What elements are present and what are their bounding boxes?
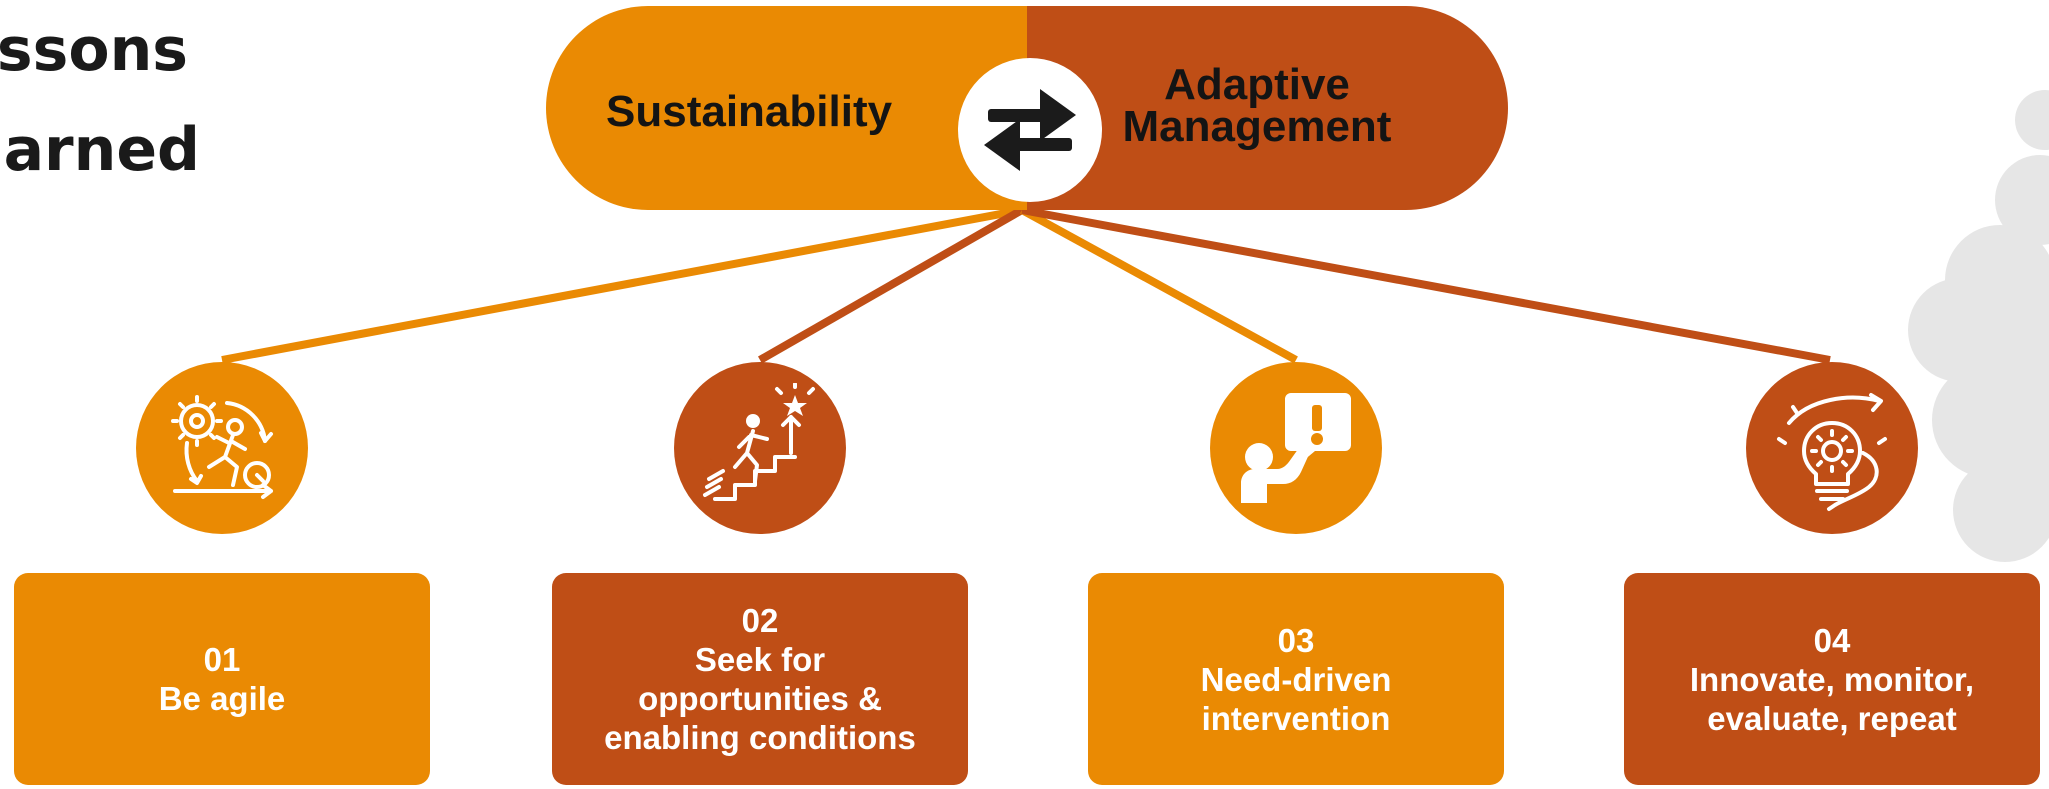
step-2-text-line-3: enabling conditions <box>604 719 916 756</box>
hub-left-label: Sustainability <box>606 87 893 136</box>
hub-right-label: Adaptive Management <box>1097 60 1417 151</box>
step-3-icon-circle <box>1210 362 1382 534</box>
step-3-text-line-1: Need-driven <box>1200 660 1392 698</box>
step-4-icon-circle <box>1746 362 1918 534</box>
swap-arrows-icon <box>958 58 1102 202</box>
step-1-text-line-1: Be agile <box>158 680 286 717</box>
hub-pill: Sustainability Adaptive Management <box>546 6 1508 210</box>
step-1-card: 01 Be agile <box>14 573 430 785</box>
step-2-text-line-2: opportunities & <box>638 680 882 717</box>
hub-right-half: Adaptive Management <box>1027 6 1508 210</box>
connector-line-4 <box>1021 206 1831 364</box>
step-1-icon-circle <box>136 362 308 534</box>
step-3-text-line-2: intervention <box>1201 699 1391 737</box>
connector-line-2 <box>758 206 1024 364</box>
step-2-number: 02 <box>741 602 779 639</box>
hub-right-label-line-2: Management <box>1122 102 1392 151</box>
hub-right-label-line-1: Adaptive <box>1164 60 1350 109</box>
step-1-number: 01 <box>203 641 241 678</box>
step-2-icon-circle <box>674 362 846 534</box>
stairs-climber-icon <box>703 383 815 501</box>
step-4-number: 04 <box>1813 621 1851 659</box>
step-3-number: 03 <box>1277 621 1315 659</box>
step-2-text-line-1: Seek for <box>694 641 826 678</box>
lightbulb-gear-icon <box>1777 393 1887 511</box>
alert-hand-icon <box>1241 393 1351 503</box>
step-3-card: 03 Need-driven intervention <box>1088 573 1504 785</box>
step-2-card: 02 Seek for opportunities & enabling con… <box>552 573 968 785</box>
connector-line-3 <box>1020 206 1298 364</box>
hub-left-half: Sustainability <box>546 6 1027 210</box>
agile-runner-icon <box>171 395 273 499</box>
slide-title-line-2: arned <box>3 115 200 185</box>
connector-line-1 <box>221 206 1023 364</box>
step-4-card: 04 Innovate, monitor, evaluate, repeat <box>1624 573 2040 785</box>
slide-title: ssons arned <box>0 0 260 220</box>
step-4-text-line-1: Innovate, monitor, <box>1689 660 1975 698</box>
slide-title-line-1: ssons <box>0 15 188 85</box>
step-4-text-line-2: evaluate, repeat <box>1707 699 1957 737</box>
